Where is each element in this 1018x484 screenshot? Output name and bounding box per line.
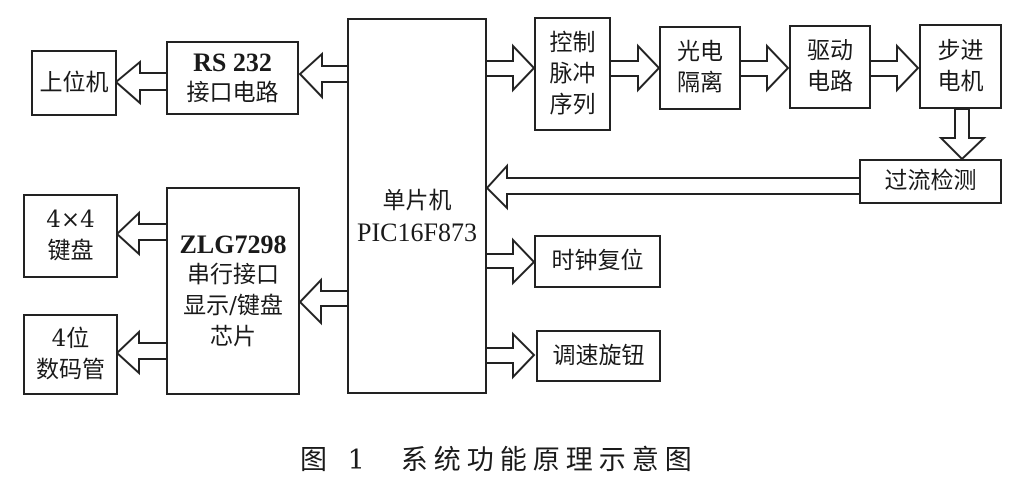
arrow-rs232-to-host xyxy=(114,59,168,106)
figure-number: 图 1 xyxy=(300,445,371,476)
display-line-1: 4位 xyxy=(51,325,90,352)
zlg-line-4: 芯片 xyxy=(210,324,256,350)
figure-title: 系统功能原理示意图 xyxy=(400,445,698,476)
arrow-mcu-to-rs232 xyxy=(298,51,349,100)
speed-knob-label: 调速旋钮 xyxy=(552,342,645,369)
driver-line-2: 电路 xyxy=(807,69,853,95)
arrow-driver-to-motor xyxy=(869,43,920,93)
rs232-block: RS 232 接口电路 xyxy=(166,41,299,115)
keypad-line-1: 4×4 xyxy=(46,207,95,233)
arrow-overcurrent-to-mcu xyxy=(485,163,861,211)
zlg-block: ZLG7298 串行接口 显示/键盘 芯片 xyxy=(166,187,300,395)
opto-block: 光电 隔离 xyxy=(659,26,741,110)
pulse-line-2: 脉冲 xyxy=(549,60,596,87)
mcu-model: PIC16F873 xyxy=(357,218,477,247)
opto-line-1: 光电 xyxy=(677,39,723,65)
zlg-line-2: 串行接口 xyxy=(187,262,279,288)
figure-caption: 图 1 系统功能原理示意图 xyxy=(300,438,698,477)
arrow-opto-to-driver xyxy=(739,43,790,93)
pulse-block: 控制 脉冲 序列 xyxy=(534,17,611,131)
motor-block: 步进 电机 xyxy=(919,24,1002,109)
keypad-block: 4×4 键盘 xyxy=(23,194,118,278)
mcu-block: 单片机 PIC16F873 xyxy=(347,18,487,394)
arrow-mcu-to-knob xyxy=(485,331,536,380)
driver-block: 驱动 电路 xyxy=(789,25,871,109)
rs232-title: RS 232 xyxy=(193,48,272,77)
speed-knob-block: 调速旋钮 xyxy=(536,330,661,382)
overcurrent-block: 过流检测 xyxy=(859,159,1002,204)
zlg-model: ZLG7298 xyxy=(179,230,287,259)
keypad-line-2: 键盘 xyxy=(47,238,94,264)
pulse-line-3: 序列 xyxy=(549,91,596,118)
arrow-mcu-to-clock xyxy=(485,237,536,286)
arrow-pulse-to-opto xyxy=(609,43,661,93)
arrow-zlg-to-keypad xyxy=(115,210,168,257)
motor-line-2: 电机 xyxy=(937,68,984,95)
motor-line-1: 步进 xyxy=(937,37,984,64)
pulse-line-1: 控制 xyxy=(549,29,596,56)
arrow-zlg-to-display xyxy=(115,329,168,376)
mcu-label: 单片机 xyxy=(382,188,452,214)
display-line-2: 数码管 xyxy=(36,356,105,383)
rs232-subtitle: 接口电路 xyxy=(186,80,279,106)
driver-line-1: 驱动 xyxy=(807,38,853,64)
arrow-mcu-to-pulse xyxy=(485,43,536,93)
opto-line-2: 隔离 xyxy=(677,70,723,96)
display-block: 4位 数码管 xyxy=(23,314,118,395)
host-pc-label: 上位机 xyxy=(39,69,109,96)
clock-reset-label: 时钟复位 xyxy=(551,248,644,274)
arrow-motor-to-overcurrent xyxy=(938,108,987,161)
host-pc-block: 上位机 xyxy=(31,50,117,116)
overcurrent-label: 过流检测 xyxy=(884,168,977,194)
zlg-line-3: 显示/键盘 xyxy=(183,293,283,319)
arrow-mcu-to-zlg xyxy=(298,277,349,326)
clock-reset-block: 时钟复位 xyxy=(534,235,661,288)
